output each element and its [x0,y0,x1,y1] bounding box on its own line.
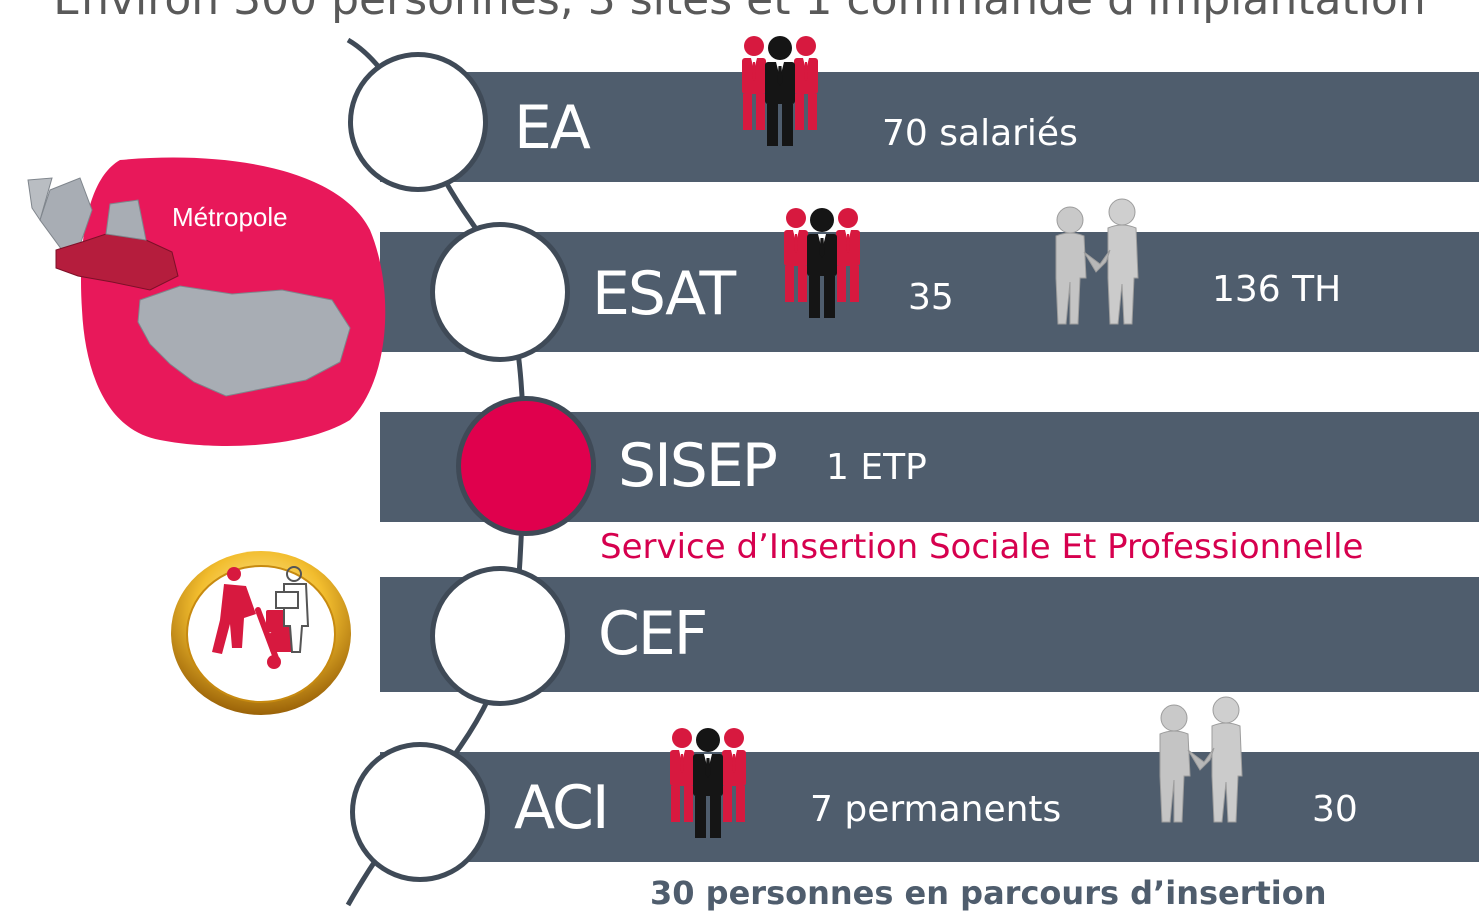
row-value-sisep: 1 ETP [826,447,927,488]
row-label-aci: ACI [514,773,610,843]
row-label-esat: ESAT [592,259,736,329]
row-note-sisep: Service d’Insertion Sociale Et Professio… [600,527,1364,567]
timeline-node-cef [430,566,570,706]
row-value-ea: 70 salariés [882,113,1078,154]
region-label: Métropole [172,202,288,232]
row-band-aci [380,752,1479,862]
row-band-ea [380,72,1479,182]
mover-dolly-icon [171,551,351,715]
row-label-cef: CEF [598,599,708,669]
slide-title-fragment: Environ 300 personnes, 3 sites et 1 comm… [0,0,1479,30]
timeline-node-aci [350,742,490,882]
row-label-ea: EA [514,93,591,163]
staff-group-icon [762,180,882,344]
row-value-esat: 35 [908,277,954,318]
region-map [27,157,386,446]
row-extra-esat: 136 TH [1212,269,1342,310]
row-value-aci: 7 permanents [810,789,1062,830]
staff-group-icon [648,700,768,864]
timeline-node-ea [348,52,488,192]
timeline-node-esat [430,222,570,362]
row-label-sisep: SISEP [618,431,778,501]
row-note-aci: 30 personnes en parcours d’insertion [650,874,1327,912]
handshake-icon [1055,198,1139,325]
timeline-node-sisep [456,396,596,536]
handshake-icon [1159,696,1243,823]
row-extra-aci: 30 [1312,789,1358,830]
staff-group-icon [720,8,840,172]
